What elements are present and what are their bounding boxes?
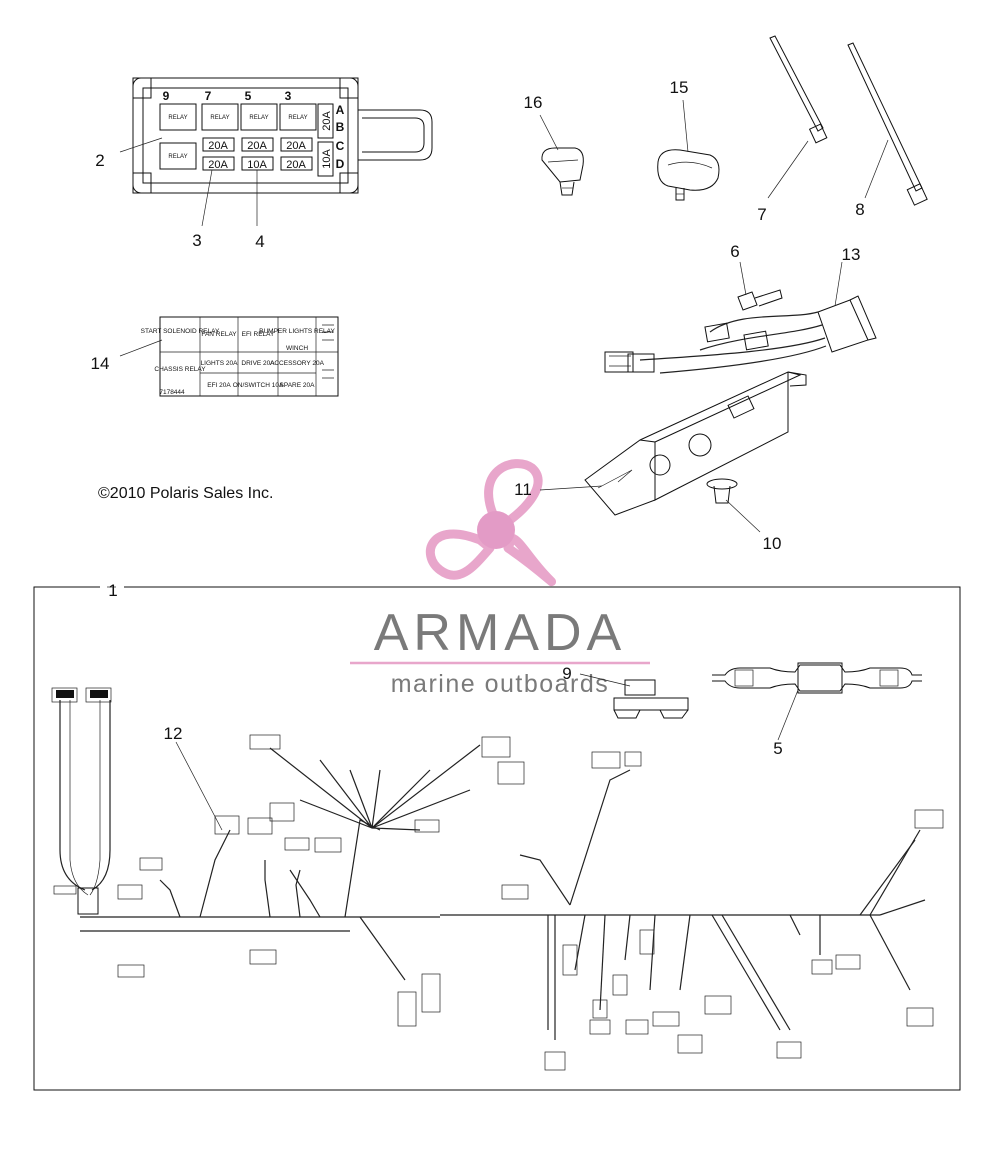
part-13-harness: [604, 295, 877, 374]
main-wire-harness: [51, 687, 926, 1040]
fuse-r1-3: 20A: [286, 140, 306, 152]
fuse-box: 9 7 5 3 A B C D RELAY RELAY RELAY RELAY …: [132, 77, 433, 194]
part-16-clip: [541, 147, 584, 196]
label-efi-relay: EFI RELAY: [242, 331, 275, 338]
callout-6: 6: [730, 242, 739, 261]
label-start-solenoid: START SOLENOID RELAY: [141, 328, 220, 335]
fuse-box-row-a: A: [336, 103, 345, 117]
label-efi: EFI 20A: [207, 382, 231, 389]
relay-label-1: RELAY: [168, 115, 187, 121]
fuse-box-row-b: B: [336, 120, 345, 134]
fuse-r1-1: 20A: [208, 140, 228, 152]
callout-9: 9: [562, 664, 571, 683]
copyright-text: ©2010 Polaris Sales Inc.: [98, 485, 273, 502]
armada-watermark: ARMADA marine outboards: [350, 459, 650, 698]
harness-connector-tags: [56, 690, 944, 1071]
relay-label-2: RELAY: [210, 115, 229, 121]
label-chassis-relay: CHASSIS RELAY: [154, 366, 206, 373]
part-6-screw: [737, 289, 783, 311]
label-lights: LIGHTS 20A: [201, 360, 239, 367]
part-9-fuse-holder: [613, 679, 689, 719]
callout-5: 5: [773, 739, 782, 758]
part-8-cable-tie: [847, 42, 928, 206]
part-15-clip: [657, 149, 720, 201]
callout-7: 7: [757, 205, 766, 224]
callout-1: 1: [108, 581, 117, 600]
fuse-r2-2: 10A: [247, 159, 267, 171]
fuse-box-pos-3: 5: [245, 89, 252, 103]
propeller-icon: [426, 459, 557, 587]
part-5-inline-fuse: [712, 662, 922, 694]
callout-14: 14: [91, 354, 110, 373]
fuse-box-row-d: D: [336, 157, 345, 171]
label-part-number: 7178444: [159, 389, 185, 396]
callout-13: 13: [842, 245, 861, 264]
watermark-brand: ARMADA: [374, 604, 626, 662]
label-winch: WINCH: [286, 345, 308, 352]
callout-15: 15: [670, 78, 689, 97]
callout-16: 16: [524, 93, 543, 112]
label-fan-relay: FAN RELAY: [201, 331, 237, 338]
callout-3: 3: [192, 231, 201, 250]
part-11-bracket: [584, 371, 807, 516]
fuse-box-row-c: C: [336, 139, 345, 153]
fuse-r1-2: 20A: [247, 140, 267, 152]
part-7-cable-tie: [769, 35, 828, 144]
callout-2: 2: [95, 151, 104, 170]
fuse-r2-3: 20A: [286, 159, 306, 171]
label-spare: SPARE 20A: [280, 382, 316, 389]
fuse-label-sticker: START SOLENOID RELAY FAN RELAY EFI RELAY…: [141, 316, 339, 397]
side-fuse-bottom: 10A: [321, 149, 333, 169]
relay-label-4: RELAY: [288, 115, 307, 121]
callout-4: 4: [255, 232, 264, 251]
part-10-push-rivet: [706, 478, 738, 504]
label-onswitch: ON/SWITCH 10A: [233, 382, 284, 389]
callout-8: 8: [855, 200, 864, 219]
label-bumper-lights: BUMPER LIGHTS RELAY: [259, 328, 335, 335]
label-drive: DRIVE 20A: [241, 360, 275, 367]
fuse-box-pos-2: 7: [205, 89, 212, 103]
fuse-box-pos-1: 9: [163, 89, 170, 103]
callout-10: 10: [763, 534, 782, 553]
side-fuse-top: 20A: [321, 111, 333, 131]
fuse-r2-1: 20A: [208, 159, 228, 171]
callout-11: 11: [514, 480, 532, 499]
callout-12: 12: [164, 724, 183, 743]
label-accessory: ACCESSORY 20A: [270, 360, 325, 367]
relay-label-5: RELAY: [168, 154, 187, 160]
relay-label-3: RELAY: [249, 115, 268, 121]
watermark-tagline: marine outboards: [391, 670, 610, 698]
fuse-box-pos-4: 3: [285, 89, 292, 103]
